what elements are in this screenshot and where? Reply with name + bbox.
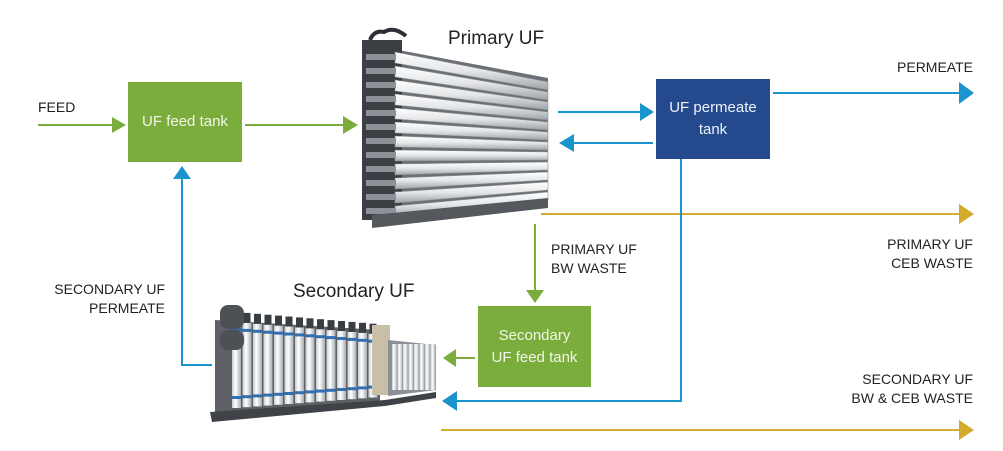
secondary-feed-tank-to-secondary-arrow bbox=[443, 349, 475, 367]
primary-ceb-waste-label-line2: CEB WASTE bbox=[891, 255, 973, 271]
permeate-tank-to-secondary-backwash-arrow bbox=[442, 159, 682, 411]
secondary-feed-tank-label-line2: UF feed tank bbox=[491, 348, 578, 366]
uf-feed-tank-label: UF feed tank bbox=[142, 113, 228, 130]
feed-tank-to-primary-arrow bbox=[245, 116, 358, 134]
uf-permeate-tank-label-line2: tank bbox=[698, 121, 728, 138]
feed-label: FEED bbox=[38, 99, 76, 115]
primary-uf-rack-icon bbox=[362, 27, 549, 228]
secondary-uf-skid-icon bbox=[210, 305, 436, 422]
primary-ceb-waste-arrow bbox=[541, 204, 974, 224]
primary-uf-title: Primary UF bbox=[448, 28, 545, 49]
primary-bw-waste-label: PRIMARY UF BW WASTE bbox=[551, 240, 637, 278]
permeate-out-arrow bbox=[773, 82, 974, 104]
uf-permeate-tank-label-line1: UF permeate bbox=[669, 99, 757, 116]
primary-bw-waste-label-line2: BW WASTE bbox=[551, 260, 627, 276]
primary-bw-waste-label-line1: PRIMARY UF bbox=[551, 241, 637, 257]
secondary-permeate-return-arrow bbox=[173, 166, 212, 366]
secondary-uf-feed-tank: Secondary UF feed tank bbox=[478, 306, 591, 387]
feed-arrow bbox=[38, 117, 126, 133]
secondary-waste-label-line1: SECONDARY UF bbox=[862, 371, 973, 387]
secondary-permeate-label-line2: PERMEATE bbox=[89, 300, 165, 316]
uf-feed-tank: UF feed tank bbox=[128, 82, 242, 162]
primary-ceb-waste-label-line1: PRIMARY UF bbox=[887, 236, 973, 252]
primary-ceb-waste-label: PRIMARY UF CEB WASTE bbox=[887, 235, 973, 273]
permeate-tank-to-primary-backwash-arrow bbox=[559, 134, 653, 152]
permeate-label: PERMEATE bbox=[897, 59, 973, 75]
secondary-permeate-label: SECONDARY UF PERMEATE bbox=[54, 280, 165, 318]
secondary-feed-tank-label-line1: Secondary bbox=[498, 326, 571, 344]
primary-bw-waste-arrow bbox=[526, 224, 544, 303]
uf-permeate-tank: UF permeate tank bbox=[656, 79, 770, 159]
secondary-waste-arrow bbox=[441, 420, 974, 440]
secondary-waste-label: SECONDARY UF BW & CEB WASTE bbox=[851, 370, 973, 408]
secondary-uf-title: Secondary UF bbox=[293, 281, 415, 302]
secondary-waste-label-line2: BW & CEB WASTE bbox=[851, 390, 973, 406]
secondary-permeate-label-line1: SECONDARY UF bbox=[54, 281, 165, 297]
primary-to-permeate-tank-arrow bbox=[558, 103, 654, 121]
